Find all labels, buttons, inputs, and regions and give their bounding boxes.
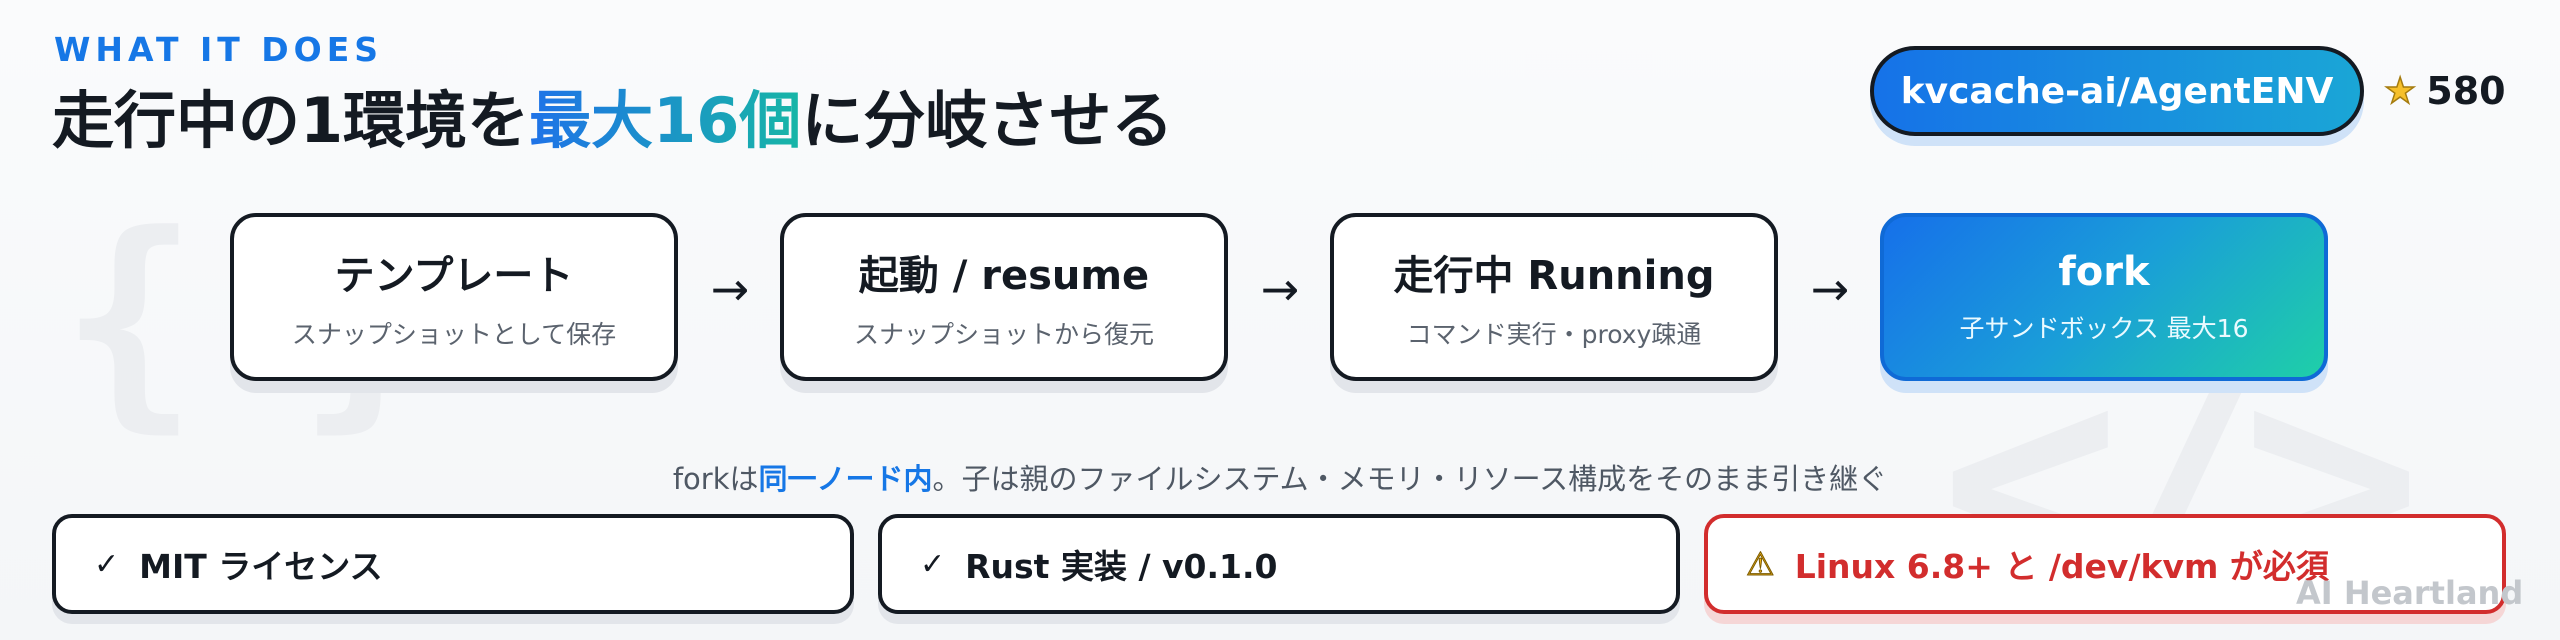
arrow-right-icon: → xyxy=(1260,262,1300,316)
star-icon: ★ xyxy=(2383,70,2417,113)
star-count: ★ 580 xyxy=(2383,66,2506,116)
feature-chip-license: ✓ MIT ライセンス xyxy=(52,514,854,614)
star-count-value: 580 xyxy=(2426,69,2506,113)
caption-suffix: 。子は親のファイルシステム・メモリ・リソース構成をそのまま引き継ぐ xyxy=(932,462,1888,496)
page-title: 走行中の1環境を最大16個に分岐させる xyxy=(52,70,1173,160)
caption-emphasis: 同一ノード内 xyxy=(758,462,933,496)
step-running: 走行中 Running コマンド実行・proxy疎通 xyxy=(1330,213,1778,381)
title-suffix: に分岐させる xyxy=(801,84,1174,157)
warning-icon: ⚠ xyxy=(1746,545,1776,584)
caption-prefix: forkは xyxy=(672,462,759,496)
arrow-right-icon: → xyxy=(710,262,750,316)
step-title: 起動 / resume xyxy=(858,253,1150,299)
section-eyebrow: WHAT IT DOES xyxy=(54,30,384,69)
step-resume: 起動 / resume スナップショットから復元 xyxy=(780,213,1228,381)
step-title: テンプレート xyxy=(334,253,574,299)
step-subtitle: 子サンドボックス 最大16 xyxy=(1959,314,2249,343)
step-title: 走行中 Running xyxy=(1393,253,1715,299)
title-prefix: 走行中の1環境を xyxy=(52,84,530,157)
requirement-chip-kvm: ⚠ Linux 6.8+ と /dev/kvm が必須 xyxy=(1704,514,2506,614)
title-highlight: 最大16個 xyxy=(529,84,802,157)
step-fork: fork 子サンドボックス 最大16 xyxy=(1880,213,2328,381)
check-icon: ✓ xyxy=(920,546,946,582)
feature-chip-rust: ✓ Rust 実装 / v0.1.0 xyxy=(878,514,1680,614)
chip-label: Rust 実装 / v0.1.0 xyxy=(965,547,1278,586)
fork-caption: forkは同一ノード内。子は親のファイルシステム・メモリ・リソース構成をそのまま… xyxy=(0,456,2560,498)
step-subtitle: スナップショットとして保存 xyxy=(291,320,617,349)
step-subtitle: スナップショットから復元 xyxy=(853,320,1154,349)
step-template: テンプレート スナップショットとして保存 xyxy=(230,213,678,381)
check-icon: ✓ xyxy=(94,546,120,582)
chip-label: MIT ライセンス xyxy=(139,547,383,586)
watermark: AI Heartland xyxy=(2296,574,2524,612)
step-title: fork xyxy=(2058,249,2150,295)
repo-badge-link[interactable]: kvcache-ai/AgentENV xyxy=(1870,46,2364,136)
arrow-right-icon: → xyxy=(1810,262,1850,316)
chip-label: Linux 6.8+ と /dev/kvm が必須 xyxy=(1794,547,2329,586)
step-subtitle: コマンド実行・proxy疎通 xyxy=(1406,320,1702,349)
